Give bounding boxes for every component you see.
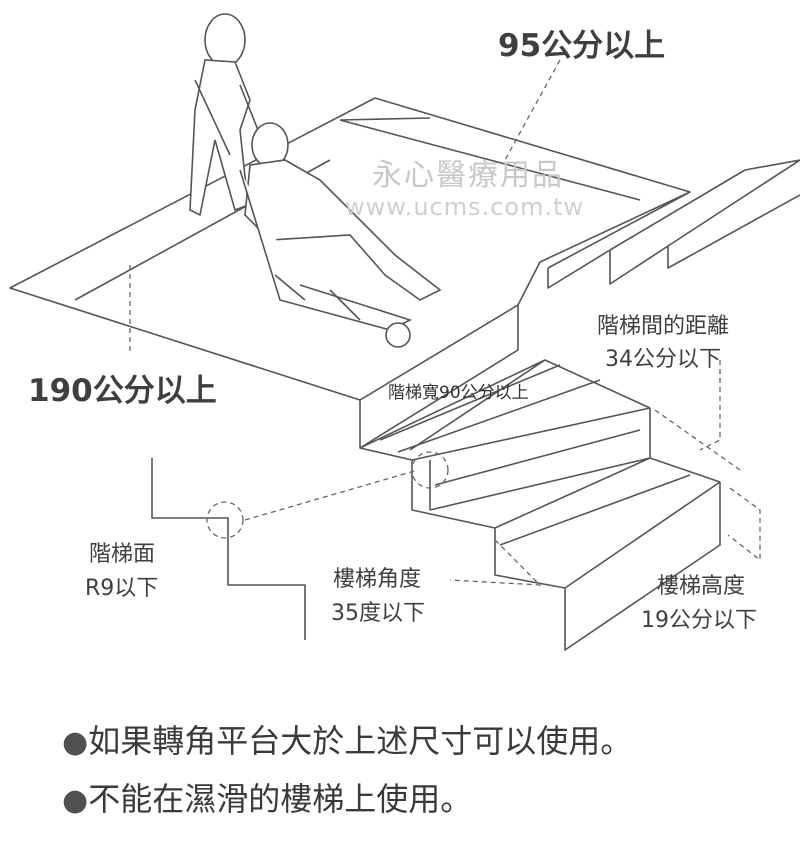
dashed-circle-stair bbox=[411, 451, 449, 489]
watermark-name: 永心醫療用品 bbox=[372, 158, 564, 193]
upper-steps bbox=[547, 159, 800, 289]
tread-label-2: R9以下 bbox=[85, 576, 159, 601]
note-1-text: 如果轉角平台大於上述尺寸可以使用。 bbox=[88, 722, 633, 760]
watermark-url: www.ucms.com.tw bbox=[345, 193, 585, 221]
angle-label-2: 35度以下 bbox=[331, 601, 425, 626]
wheelchair-figure bbox=[239, 122, 442, 348]
dashed-height bbox=[727, 487, 761, 562]
step-inner-lines bbox=[379, 364, 691, 546]
width-label: 190公分以上 bbox=[28, 373, 217, 409]
landing-outline bbox=[9, 97, 691, 401]
dashed-circle-tread bbox=[206, 501, 244, 539]
depth-label: 95公分以上 bbox=[498, 28, 666, 64]
dim-depth-arrow bbox=[339, 119, 641, 201]
step-gap-label-1: 階梯間的距離 bbox=[597, 314, 730, 339]
bullet-icon: ● bbox=[62, 725, 89, 760]
dashed-tread-link bbox=[244, 469, 419, 521]
stair-width-label: 階梯寬90公分以上 bbox=[388, 383, 529, 403]
dashed-depth bbox=[504, 59, 561, 161]
angle-label-1: 樓梯角度 bbox=[333, 567, 422, 592]
dashed-angle bbox=[449, 539, 542, 586]
height-label-1: 樓梯高度 bbox=[657, 574, 746, 599]
height-label-2: 19公分以下 bbox=[641, 608, 757, 633]
dashed-gap bbox=[654, 360, 741, 471]
note-1: ●如果轉角平台大於上述尺寸可以使用。 bbox=[62, 716, 632, 762]
leader-tread bbox=[151, 458, 306, 640]
tread-label-1: 階梯面 bbox=[89, 542, 156, 567]
bullet-icon: ● bbox=[62, 783, 89, 818]
step-gap-label-2: 34公分以下 bbox=[605, 347, 721, 372]
caregiver-figure bbox=[189, 13, 263, 217]
note-2: ●不能在濕滑的樓梯上使用。 bbox=[62, 774, 472, 820]
note-2-text: 不能在濕滑的樓梯上使用。 bbox=[88, 780, 473, 818]
dim-stair-arrow bbox=[409, 359, 546, 451]
